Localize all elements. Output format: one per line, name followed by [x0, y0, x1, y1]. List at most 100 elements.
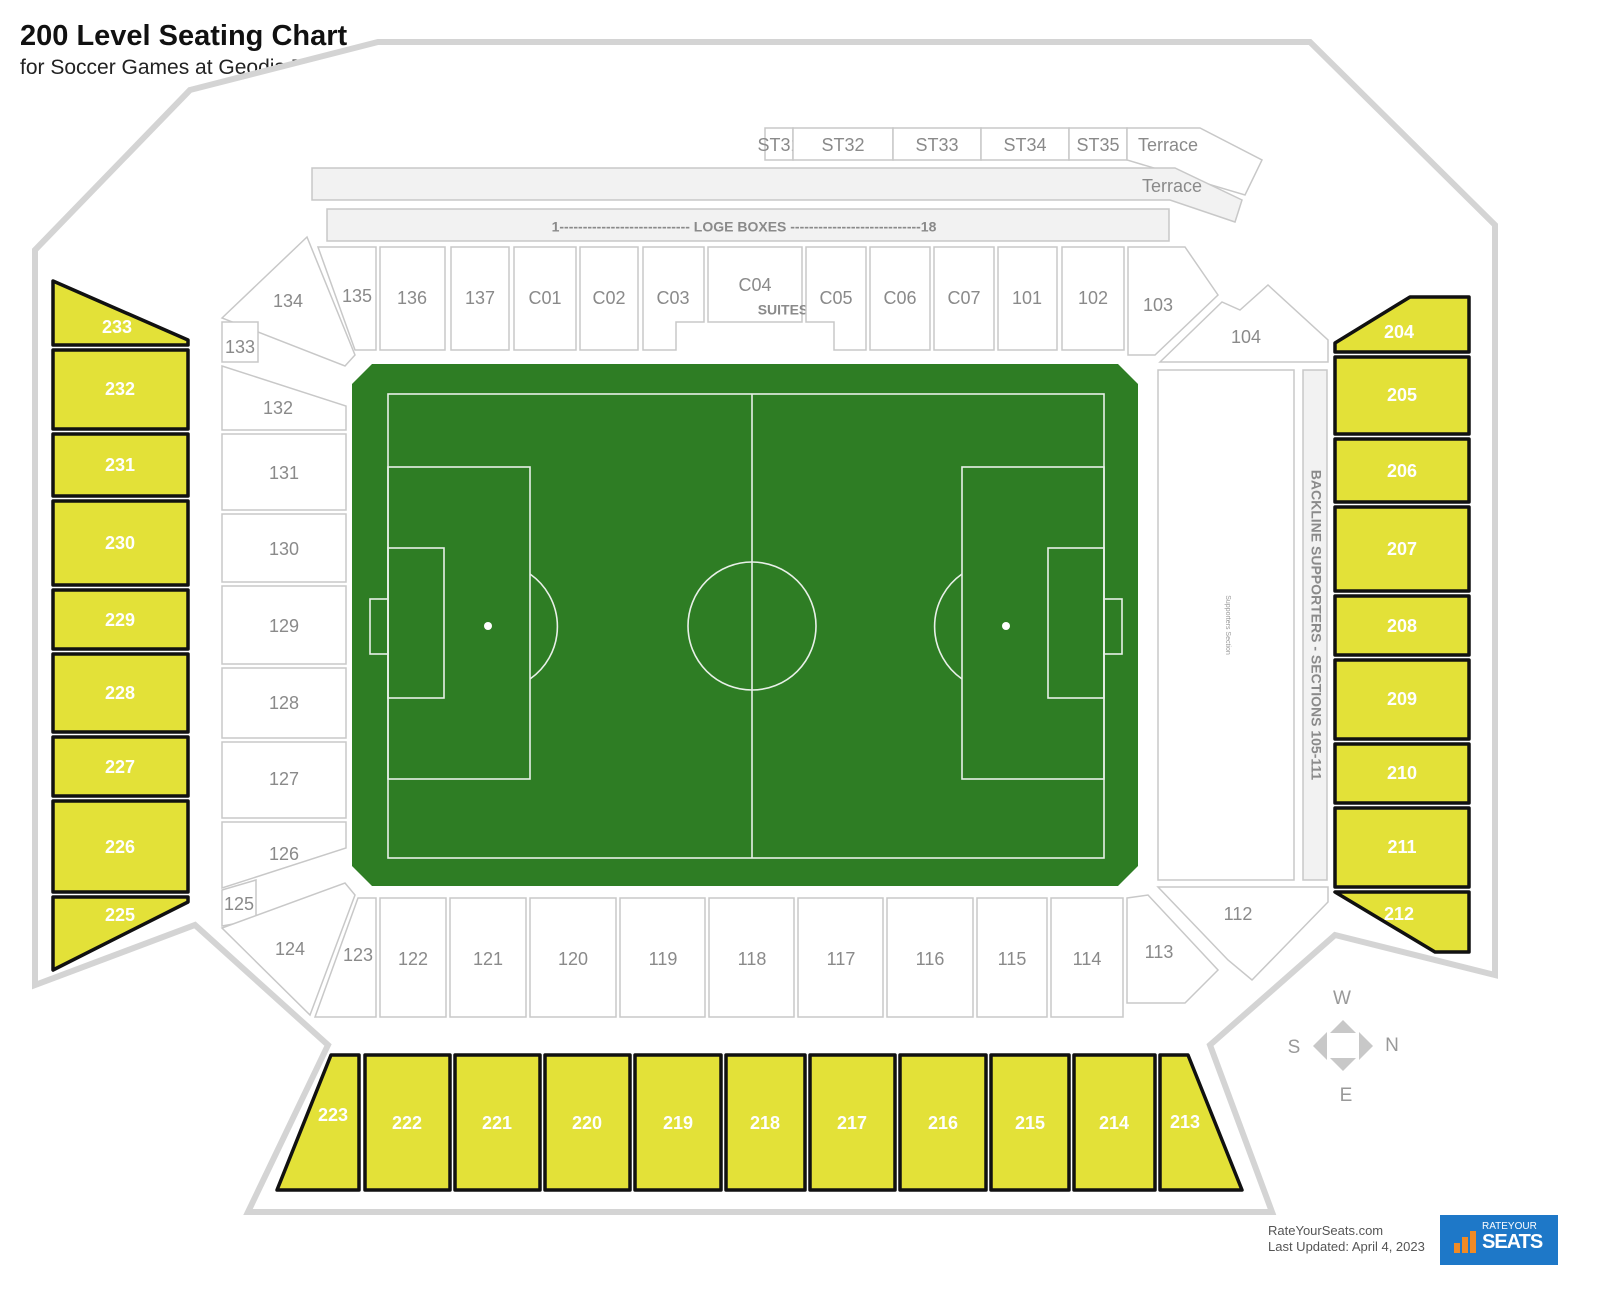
section-135[interactable] [316, 246, 377, 351]
section-c04[interactable] [707, 246, 803, 323]
section-103[interactable] [1127, 246, 1219, 356]
section-132[interactable] [221, 364, 347, 431]
section-label: 119 [649, 949, 678, 969]
section-217[interactable] [808, 1053, 897, 1192]
section-104[interactable] [1158, 283, 1329, 363]
section-st32[interactable] [792, 127, 894, 161]
terrace-band[interactable] [311, 167, 1243, 223]
section-225[interactable] [51, 895, 190, 972]
section-114[interactable] [1050, 897, 1124, 1018]
section-233[interactable] [51, 279, 190, 347]
section-label: C01 [528, 288, 561, 308]
logo-top-text: RATEYOUR [1482, 1221, 1537, 1232]
section-131[interactable] [221, 433, 347, 511]
section-127[interactable] [221, 741, 347, 819]
section-label: 123 [343, 945, 373, 965]
section-label: 229 [105, 610, 135, 630]
section-label: 215 [1015, 1113, 1045, 1133]
section-204[interactable] [1333, 295, 1471, 354]
section-218[interactable] [724, 1053, 807, 1192]
section-122[interactable] [379, 897, 447, 1018]
compass-arrow-up-icon [1330, 1020, 1356, 1033]
backline-supporters-band[interactable] [1302, 369, 1328, 881]
compass-east-label: E [1340, 1085, 1353, 1106]
section-c06[interactable] [869, 246, 931, 351]
section-label: 217 [837, 1113, 867, 1133]
section-212[interactable] [1333, 890, 1471, 954]
section-232[interactable] [51, 348, 190, 431]
section-231[interactable] [51, 432, 190, 498]
section-216[interactable] [898, 1053, 988, 1192]
section-119[interactable] [619, 897, 706, 1018]
section-112[interactable] [1156, 886, 1329, 982]
supporters-section[interactable] [1157, 369, 1295, 881]
section-128[interactable] [221, 667, 347, 739]
section-116[interactable] [886, 897, 974, 1018]
standing-row: ST31 ST32 ST33 ST34 ST35 Terrace [757, 127, 1263, 196]
section-229[interactable] [51, 588, 190, 651]
section-205[interactable] [1333, 355, 1471, 436]
section-label: ST35 [1076, 135, 1119, 155]
section-117[interactable] [797, 897, 884, 1018]
section-223[interactable] [275, 1053, 361, 1192]
section-133[interactable] [221, 321, 259, 363]
section-210[interactable] [1333, 742, 1471, 805]
section-137[interactable] [450, 246, 510, 351]
section-label: 117 [827, 949, 856, 969]
section-134[interactable] [220, 235, 356, 367]
section-120[interactable] [529, 897, 617, 1018]
section-label: C07 [947, 288, 980, 308]
section-st31[interactable] [764, 127, 794, 161]
section-label: 135 [342, 286, 372, 306]
section-c02[interactable] [579, 246, 639, 351]
section-terrace-upper[interactable] [1126, 127, 1263, 196]
section-label: 128 [269, 693, 299, 713]
lower-level-bottom: 124 123 122 121 120 119 118 117 116 115 … [220, 882, 1329, 1018]
section-207[interactable] [1333, 505, 1471, 593]
section-c01[interactable] [513, 246, 577, 351]
section-label: 124 [275, 939, 305, 959]
section-label: 134 [273, 291, 303, 311]
section-c07[interactable] [933, 246, 995, 351]
soccer-pitch [352, 364, 1138, 886]
section-label: 230 [105, 533, 135, 553]
section-label: 208 [1387, 616, 1417, 636]
section-213[interactable] [1158, 1053, 1244, 1192]
section-215[interactable] [989, 1053, 1071, 1192]
site-name[interactable]: RateYourSeats.com [1268, 1223, 1384, 1238]
section-label: C02 [592, 288, 625, 308]
section-102[interactable] [1061, 246, 1125, 351]
section-label: 125 [224, 894, 254, 914]
section-230[interactable] [51, 499, 190, 587]
section-206[interactable] [1333, 437, 1471, 504]
section-208[interactable] [1333, 594, 1471, 657]
section-214[interactable] [1072, 1053, 1157, 1192]
section-211[interactable] [1333, 806, 1471, 889]
section-227[interactable] [51, 735, 190, 798]
section-115[interactable] [976, 897, 1048, 1018]
section-221[interactable] [453, 1053, 542, 1192]
section-209[interactable] [1333, 658, 1471, 741]
section-c03[interactable] [642, 246, 705, 351]
loge-boxes-band[interactable] [326, 208, 1170, 242]
section-130[interactable] [221, 513, 347, 583]
section-123[interactable] [313, 897, 377, 1018]
rateyourseats-logo[interactable]: RATEYOUR SEATS [1440, 1215, 1558, 1265]
section-c05[interactable] [805, 246, 867, 351]
section-118[interactable] [708, 897, 795, 1018]
section-121[interactable] [449, 897, 527, 1018]
section-228[interactable] [51, 652, 190, 734]
section-label: 133 [225, 337, 255, 357]
pitch-grass [352, 364, 1138, 886]
section-220[interactable] [543, 1053, 632, 1192]
section-129[interactable] [221, 585, 347, 665]
section-label: 218 [750, 1113, 780, 1133]
section-219[interactable] [633, 1053, 723, 1192]
section-222[interactable] [363, 1053, 452, 1192]
section-101[interactable] [997, 246, 1058, 351]
section-136[interactable] [379, 246, 446, 351]
section-113[interactable] [1126, 894, 1220, 1004]
section-226[interactable] [51, 799, 190, 894]
section-124[interactable] [220, 882, 356, 1017]
section-126[interactable] [221, 821, 347, 890]
